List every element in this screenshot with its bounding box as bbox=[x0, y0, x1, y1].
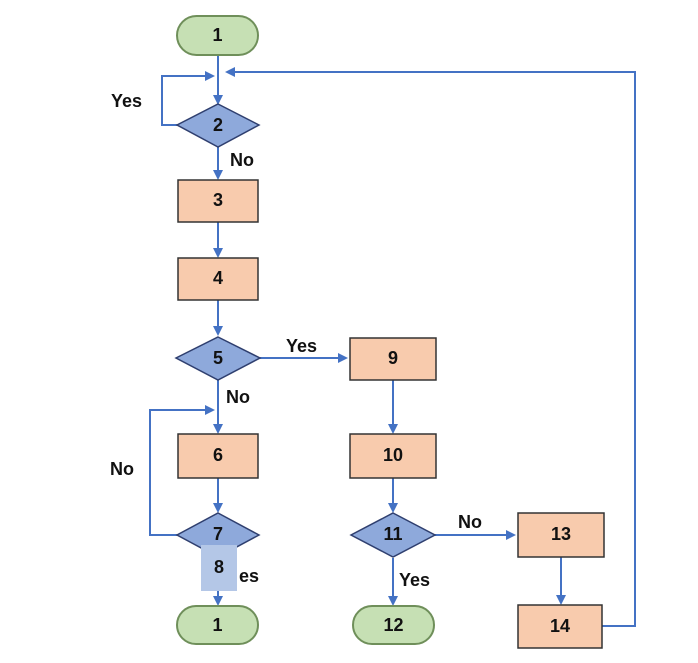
node-4-label: 4 bbox=[212, 268, 223, 288]
edge-label-2-no: No bbox=[230, 150, 254, 170]
edge-label-7-no: No bbox=[110, 459, 134, 479]
process-node-10 bbox=[349, 433, 437, 479]
edge-label-5-no: No bbox=[226, 387, 250, 407]
process-node-14 bbox=[517, 604, 603, 649]
node-6-label: 6 bbox=[212, 445, 223, 465]
process-node-6 bbox=[177, 433, 259, 479]
node-2-label: 2 bbox=[212, 115, 223, 135]
node-1-top-label: 1 bbox=[212, 25, 223, 45]
decision-node-11 bbox=[349, 512, 437, 558]
terminal-node-12 bbox=[352, 605, 435, 645]
node-5-label: 5 bbox=[212, 348, 223, 368]
edge-label-5-yes: Yes bbox=[286, 336, 318, 356]
edge-label-7-yes: es bbox=[239, 566, 260, 586]
edge-14-return bbox=[225, 67, 636, 627]
edge-7-no-loop bbox=[149, 405, 215, 536]
node-9-label: 9 bbox=[387, 348, 398, 368]
process-node-9 bbox=[349, 337, 437, 381]
edge-label-2-yes: Yes bbox=[111, 91, 143, 111]
terminal-node-1-top bbox=[176, 15, 259, 56]
decision-node-2 bbox=[175, 103, 261, 148]
process-node-4 bbox=[177, 257, 259, 301]
node-14-label: 14 bbox=[549, 616, 571, 636]
node-1-bottom-label: 1 bbox=[212, 615, 223, 635]
node-7-label: 7 bbox=[212, 524, 223, 544]
overlay-box-8 bbox=[201, 545, 237, 591]
node-11-label: 11 bbox=[383, 524, 403, 544]
process-node-3 bbox=[177, 179, 259, 223]
node-12-label: 12 bbox=[383, 615, 404, 635]
decision-node-5 bbox=[174, 336, 262, 381]
node-3-label: 3 bbox=[212, 190, 223, 210]
process-node-13 bbox=[517, 512, 605, 558]
node-8-label: 8 bbox=[213, 557, 224, 577]
node-10-label: 10 bbox=[382, 445, 404, 465]
node-13-label: 13 bbox=[550, 524, 572, 544]
connectors bbox=[149, 56, 636, 627]
edge-2-yes-loop bbox=[161, 71, 215, 126]
edge-label-11-yes: Yes bbox=[399, 570, 431, 590]
edge-label-11-no: No bbox=[458, 512, 482, 532]
terminal-node-1-bottom bbox=[176, 605, 259, 645]
